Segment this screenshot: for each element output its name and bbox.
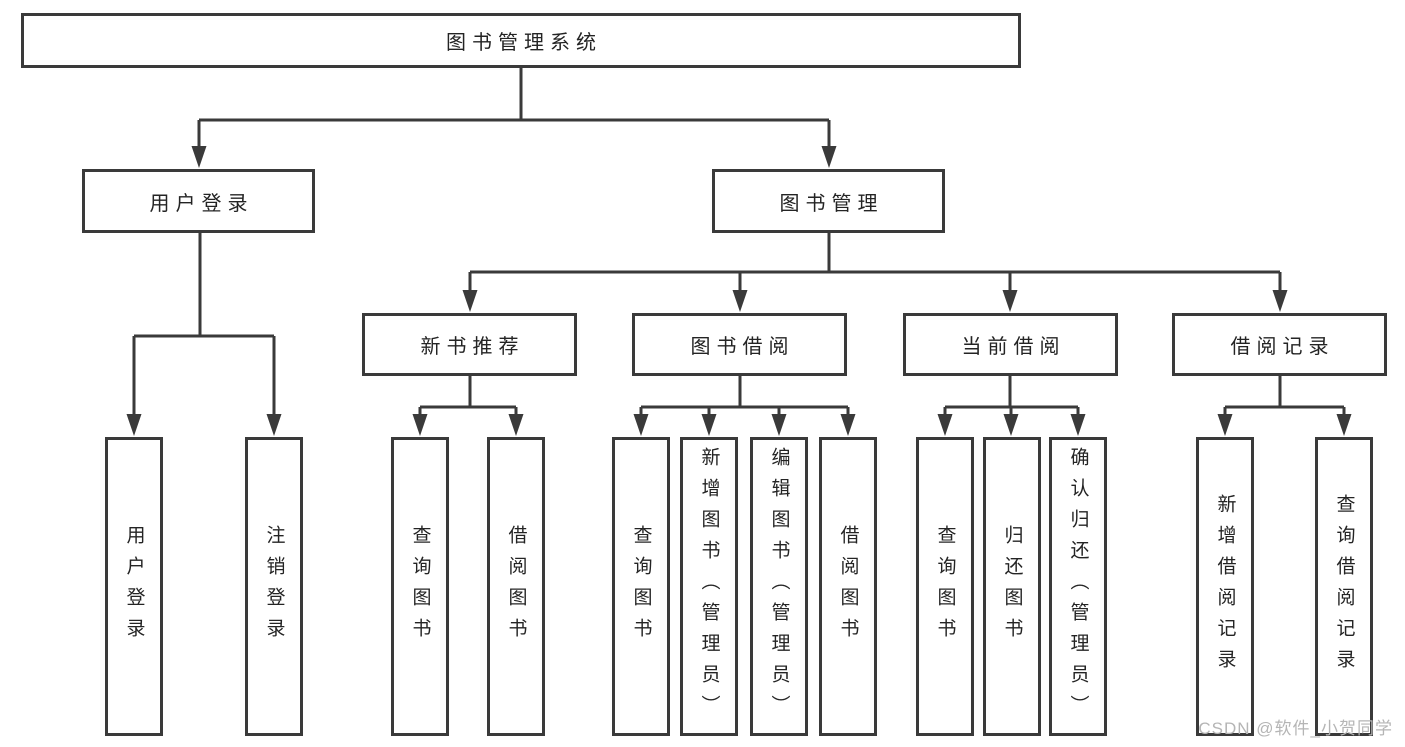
node-new-book-recommend-label: 新书推荐 — [420, 336, 525, 358]
node-root: 图书管理系统 — [21, 13, 1021, 68]
leaf-confirm-return-admin-label: 确认归还（管理员） — [1067, 447, 1089, 726]
leaf-borrow-books-1-label: 借阅图书 — [505, 524, 527, 649]
arrowhead-icons — [126, 146, 1352, 436]
node-book-management-label: 图书管理 — [779, 192, 884, 215]
node-book-management: 图书管理 — [712, 169, 945, 233]
node-borrow-records-label: 借阅记录 — [1230, 336, 1335, 358]
leaf-query-books-2-label: 查询图书 — [630, 524, 652, 649]
leaf-add-borrow-record-label: 新增借阅记录 — [1214, 493, 1236, 680]
node-new-book-recommend: 新书推荐 — [362, 313, 577, 376]
leaf-logout: 注销登录 — [245, 437, 303, 736]
node-book-borrowing-label: 图书借阅 — [690, 336, 795, 358]
leaf-borrow-books-1: 借阅图书 — [487, 437, 545, 736]
connector-stems — [132, 68, 1346, 416]
leaf-add-borrow-record: 新增借阅记录 — [1196, 437, 1254, 736]
csdn-watermark: CSDN @软件_小贺同学 — [1198, 719, 1393, 738]
node-book-borrowing: 图书借阅 — [632, 313, 847, 376]
leaf-query-books-1-label: 查询图书 — [409, 524, 431, 649]
leaf-query-borrow-record: 查询借阅记录 — [1315, 437, 1373, 736]
node-current-borrowing: 当前借阅 — [903, 313, 1118, 376]
leaf-edit-book-admin-label: 编辑图书（管理员） — [768, 447, 790, 726]
node-user-login: 用户登录 — [82, 169, 315, 233]
leaf-edit-book-admin: 编辑图书（管理员） — [750, 437, 808, 736]
leaf-query-books-1: 查询图书 — [391, 437, 449, 736]
node-root-label: 图书管理系统 — [446, 32, 602, 54]
node-user-login-label: 用户登录 — [149, 192, 254, 215]
leaf-borrow-books-2-label: 借阅图书 — [837, 524, 859, 649]
leaf-user-login: 用户登录 — [105, 437, 163, 736]
leaf-return-books-label: 归还图书 — [1001, 524, 1023, 649]
leaf-query-books-3-label: 查询图书 — [934, 524, 956, 649]
tree-connectors — [126, 68, 1352, 436]
node-borrow-records: 借阅记录 — [1172, 313, 1387, 376]
leaf-logout-label: 注销登录 — [263, 524, 285, 649]
leaf-query-borrow-record-label: 查询借阅记录 — [1333, 493, 1355, 680]
leaf-query-books-3: 查询图书 — [916, 437, 974, 736]
leaf-borrow-books-2: 借阅图书 — [819, 437, 877, 736]
leaf-query-books-2: 查询图书 — [612, 437, 670, 736]
leaf-add-book-admin: 新增图书（管理员） — [680, 437, 738, 736]
node-current-borrowing-label: 当前借阅 — [961, 336, 1066, 358]
leaf-confirm-return-admin: 确认归还（管理员） — [1049, 437, 1107, 736]
leaf-user-login-label: 用户登录 — [123, 524, 145, 649]
leaf-return-books: 归还图书 — [983, 437, 1041, 736]
leaf-add-book-admin-label: 新增图书（管理员） — [698, 447, 720, 726]
